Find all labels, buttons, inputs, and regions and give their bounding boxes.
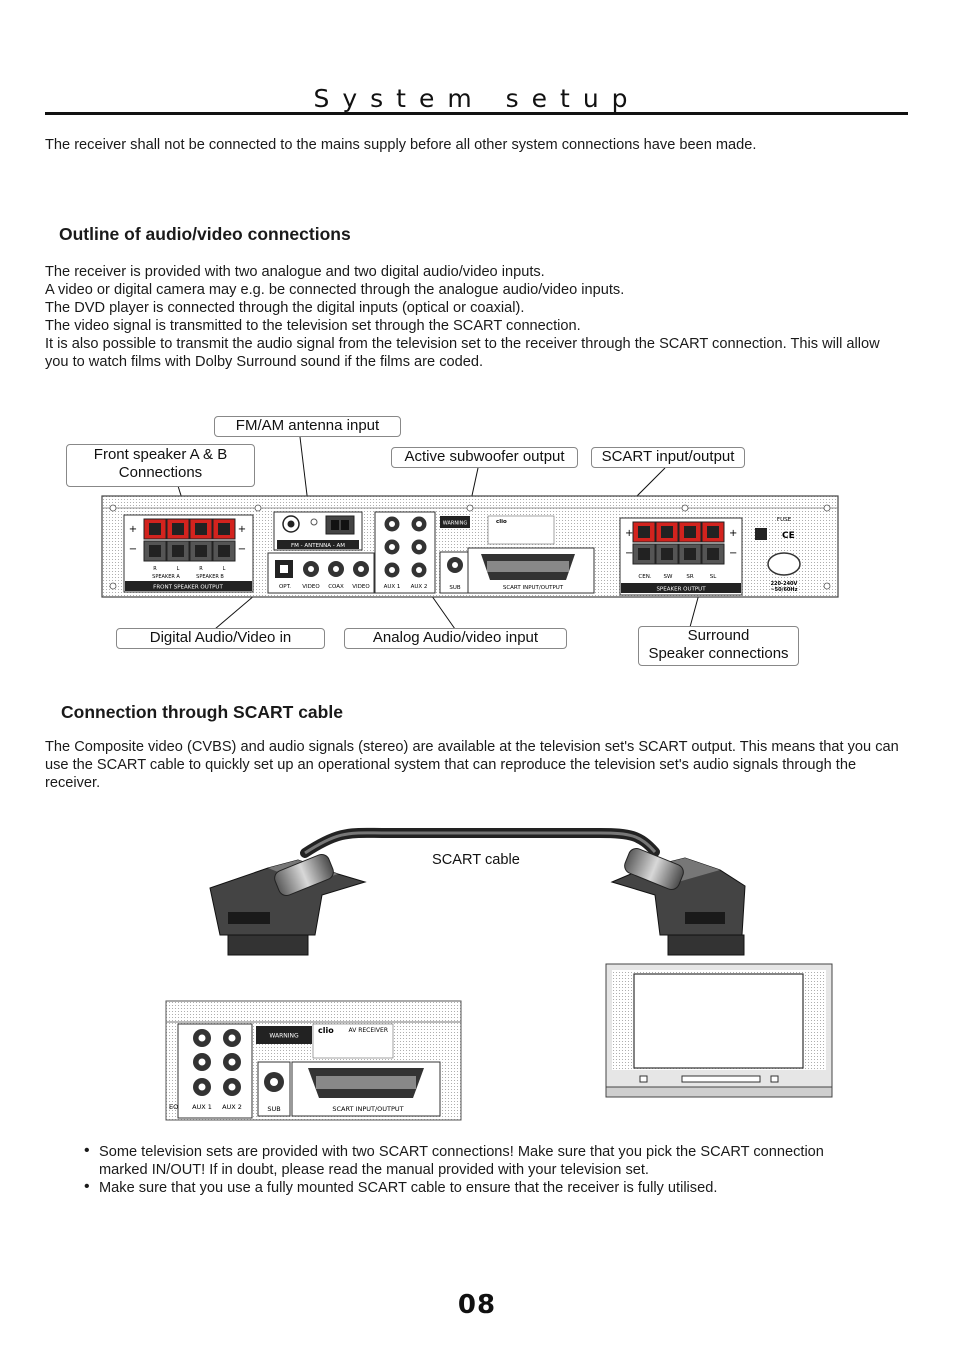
section1-body: The receiver is provided with two analog… bbox=[45, 263, 905, 371]
sw-label: SW bbox=[664, 574, 673, 580]
title-rule bbox=[45, 112, 908, 115]
body-line: The receiver is provided with two analog… bbox=[45, 264, 545, 280]
crop-brand-label: clio bbox=[318, 1026, 334, 1035]
coax-label: COAX bbox=[328, 584, 344, 590]
warning-label: WARNING bbox=[443, 521, 468, 527]
rear-panel-diagram: + − + − R L R L SPEAKER A SPEAKER B FRON… bbox=[101, 436, 839, 630]
speaker-terminals-front bbox=[143, 518, 236, 562]
sr-label: SR bbox=[686, 574, 693, 580]
sub-label: SUB bbox=[449, 585, 461, 591]
speaker-a-label: SPEAKER A bbox=[152, 574, 180, 580]
minus-sign: − bbox=[238, 544, 246, 555]
callout-text: Speaker connections bbox=[648, 645, 789, 662]
page-title: System setup bbox=[313, 84, 641, 113]
fuse-label: FUSE bbox=[777, 517, 792, 523]
intro-text: The receiver shall not be connected to t… bbox=[45, 137, 757, 153]
section-heading-av-connections: Outline of audio/video connections bbox=[59, 224, 351, 244]
scart-io-panel-label: SCART INPUT/OUTPUT bbox=[503, 585, 564, 591]
callout-surround: Surround Speaker connections bbox=[638, 626, 799, 666]
callout-front-speaker: Front speaker A & B Connections bbox=[66, 444, 255, 487]
callout-text: Front speaker A & B bbox=[93, 446, 228, 463]
callout-analog-av: Analog Audio/video input bbox=[344, 628, 567, 649]
crop-warning-label: WARNING bbox=[269, 1033, 299, 1040]
ch-label: L bbox=[177, 566, 180, 572]
crop-sub-label: SUB bbox=[267, 1105, 280, 1113]
callout-text: Analog Audio/video input bbox=[372, 629, 539, 646]
brand-label: clio bbox=[496, 519, 507, 525]
receiver-crop: EO AUX 1 AUX 2 WARNING clio AV RECEIVER … bbox=[165, 1000, 462, 1121]
antenna-label: FM - ANTENNA - AM bbox=[291, 543, 345, 549]
television bbox=[605, 963, 833, 1098]
plus-sign: + bbox=[625, 528, 633, 539]
section-heading-scart: Connection through SCART cable bbox=[61, 702, 343, 722]
body-line: The video signal is transmitted to the t… bbox=[45, 318, 581, 334]
ch-label: R bbox=[153, 566, 157, 572]
minus-sign: − bbox=[129, 544, 137, 555]
plus-sign: + bbox=[729, 528, 737, 539]
speaker-b-label: SPEAKER B bbox=[196, 574, 224, 580]
plus-sign: + bbox=[129, 524, 137, 535]
page-number: 08 bbox=[457, 1290, 497, 1320]
crop-aux1-label: AUX 1 bbox=[192, 1103, 212, 1111]
callout-text: Digital Audio/Video in bbox=[149, 629, 292, 646]
callout-text: Surround bbox=[687, 627, 750, 644]
video-label: VIDEO bbox=[302, 584, 320, 590]
callout-text: Connections bbox=[118, 464, 203, 481]
video-label: VIDEO bbox=[352, 584, 370, 590]
plus-sign: + bbox=[238, 524, 246, 535]
body-line: It is also possible to transmit the audi… bbox=[45, 336, 880, 370]
scart-connection-diagram: SCART cable EO AUX 1 AUX 2 WARNING clio … bbox=[165, 827, 833, 1121]
cen-label: CEN. bbox=[638, 574, 651, 580]
list-item: Some television sets are provided with t… bbox=[80, 1142, 840, 1179]
scart-plug-right bbox=[610, 847, 746, 956]
list-item: Make sure that you use a fully mounted S… bbox=[80, 1178, 840, 1197]
section2-text: The Composite video (CVBS) and audio sig… bbox=[45, 739, 899, 791]
scart-plug-left bbox=[209, 853, 367, 956]
callout-text: Active subwoofer output bbox=[404, 448, 565, 465]
front-speaker-output-label: FRONT SPEAKER OUTPUT bbox=[153, 585, 223, 591]
crop-scart-label: SCART INPUT/OUTPUT bbox=[332, 1105, 403, 1113]
crop-aux2-label: AUX 2 bbox=[222, 1103, 242, 1111]
body-line: A video or digital camera may e.g. be co… bbox=[45, 282, 625, 298]
callout-text: FM/AM antenna input bbox=[235, 417, 380, 434]
body-line: The DVD player is connected through the … bbox=[45, 300, 525, 316]
aux1-label: AUX 1 bbox=[384, 584, 401, 590]
minus-sign: − bbox=[625, 548, 633, 559]
frequency-label: ~50/60Hz bbox=[770, 587, 797, 593]
speaker-terminals-surround bbox=[632, 521, 725, 565]
sl-label: SL bbox=[710, 574, 717, 580]
notes-list: Some television sets are provided with t… bbox=[80, 1142, 840, 1197]
callout-scart-io: SCART input/output bbox=[591, 447, 745, 468]
callout-fm-am-antenna: FM/AM antenna input bbox=[214, 416, 401, 437]
minus-sign: − bbox=[729, 548, 737, 559]
callout-digital-av: Digital Audio/Video in bbox=[116, 628, 325, 649]
crop-av-receiver-label: AV RECEIVER bbox=[348, 1027, 388, 1034]
voltage-label: 220-240V bbox=[771, 581, 798, 587]
ch-label: L bbox=[223, 566, 226, 572]
callout-active-subwoofer: Active subwoofer output bbox=[391, 447, 578, 468]
callout-text: SCART input/output bbox=[601, 448, 735, 465]
scart-cable bbox=[300, 827, 660, 858]
panel-screws bbox=[109, 504, 831, 590]
ce-mark: CE bbox=[782, 531, 795, 541]
speaker-output-label: SPEAKER OUTPUT bbox=[656, 587, 706, 593]
opt-label: OPT. bbox=[279, 584, 291, 590]
ch-label: R bbox=[199, 566, 203, 572]
crop-video-label: EO bbox=[169, 1103, 178, 1111]
aux2-label: AUX 2 bbox=[411, 584, 428, 590]
scart-cable-label: SCART cable bbox=[432, 852, 520, 868]
